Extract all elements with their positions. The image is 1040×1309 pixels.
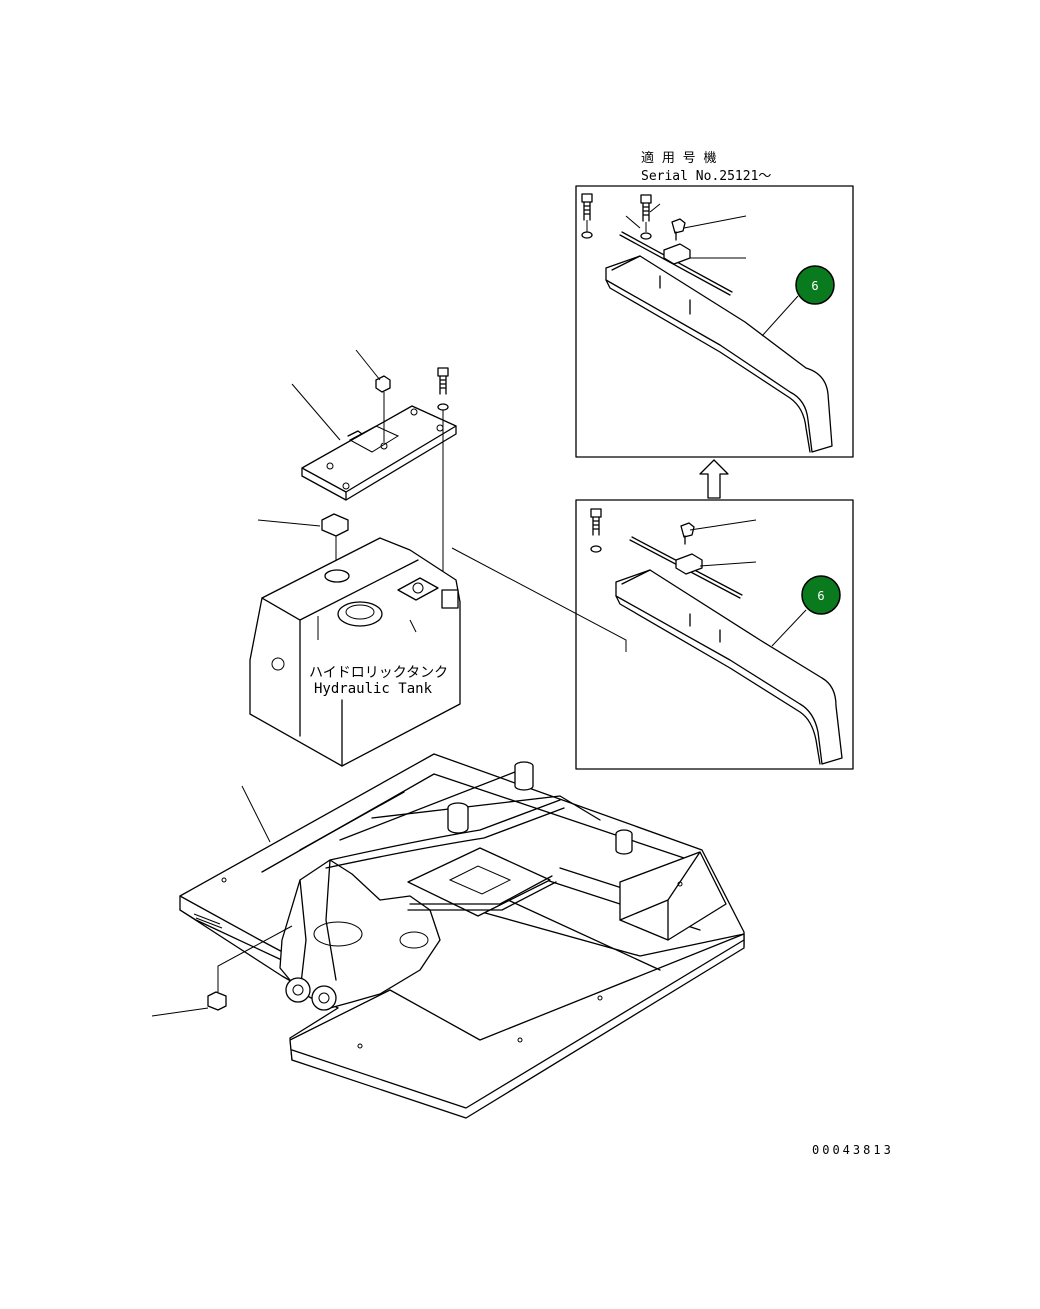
callout-badge-label: 6: [811, 279, 818, 293]
clip-part: [671, 218, 686, 241]
bolt-part: [590, 508, 602, 553]
serial-title-jp: 適 用 号 機: [641, 150, 716, 166]
tank-label-jp: ハイドロリックタンク: [309, 665, 448, 681]
hydraulic-tank: [249, 537, 461, 767]
serial-number-label: Serial No.25121～: [641, 169, 771, 184]
lower-inset-box: 6: [575, 499, 854, 770]
revolving-frame: [179, 753, 745, 1119]
tank-cover-plate: [301, 405, 457, 501]
upper-inset-box: 6: [575, 185, 854, 458]
cushion-part: [207, 925, 293, 1011]
detail-link-line: [451, 547, 627, 652]
upgrade-arrow: [699, 459, 729, 499]
drawing-number: 00043813: [812, 1143, 894, 1157]
callout-badge: [801, 575, 841, 615]
clip-part: [680, 522, 695, 545]
filler-cap: [321, 513, 349, 566]
callout-badge: [795, 265, 835, 305]
tank-label-en: Hydraulic Tank: [314, 681, 433, 697]
callout-badge-label: 6: [817, 589, 824, 603]
bolt-part: [640, 194, 652, 240]
bolt-part: [437, 367, 449, 588]
bolt-part: [581, 193, 593, 239]
